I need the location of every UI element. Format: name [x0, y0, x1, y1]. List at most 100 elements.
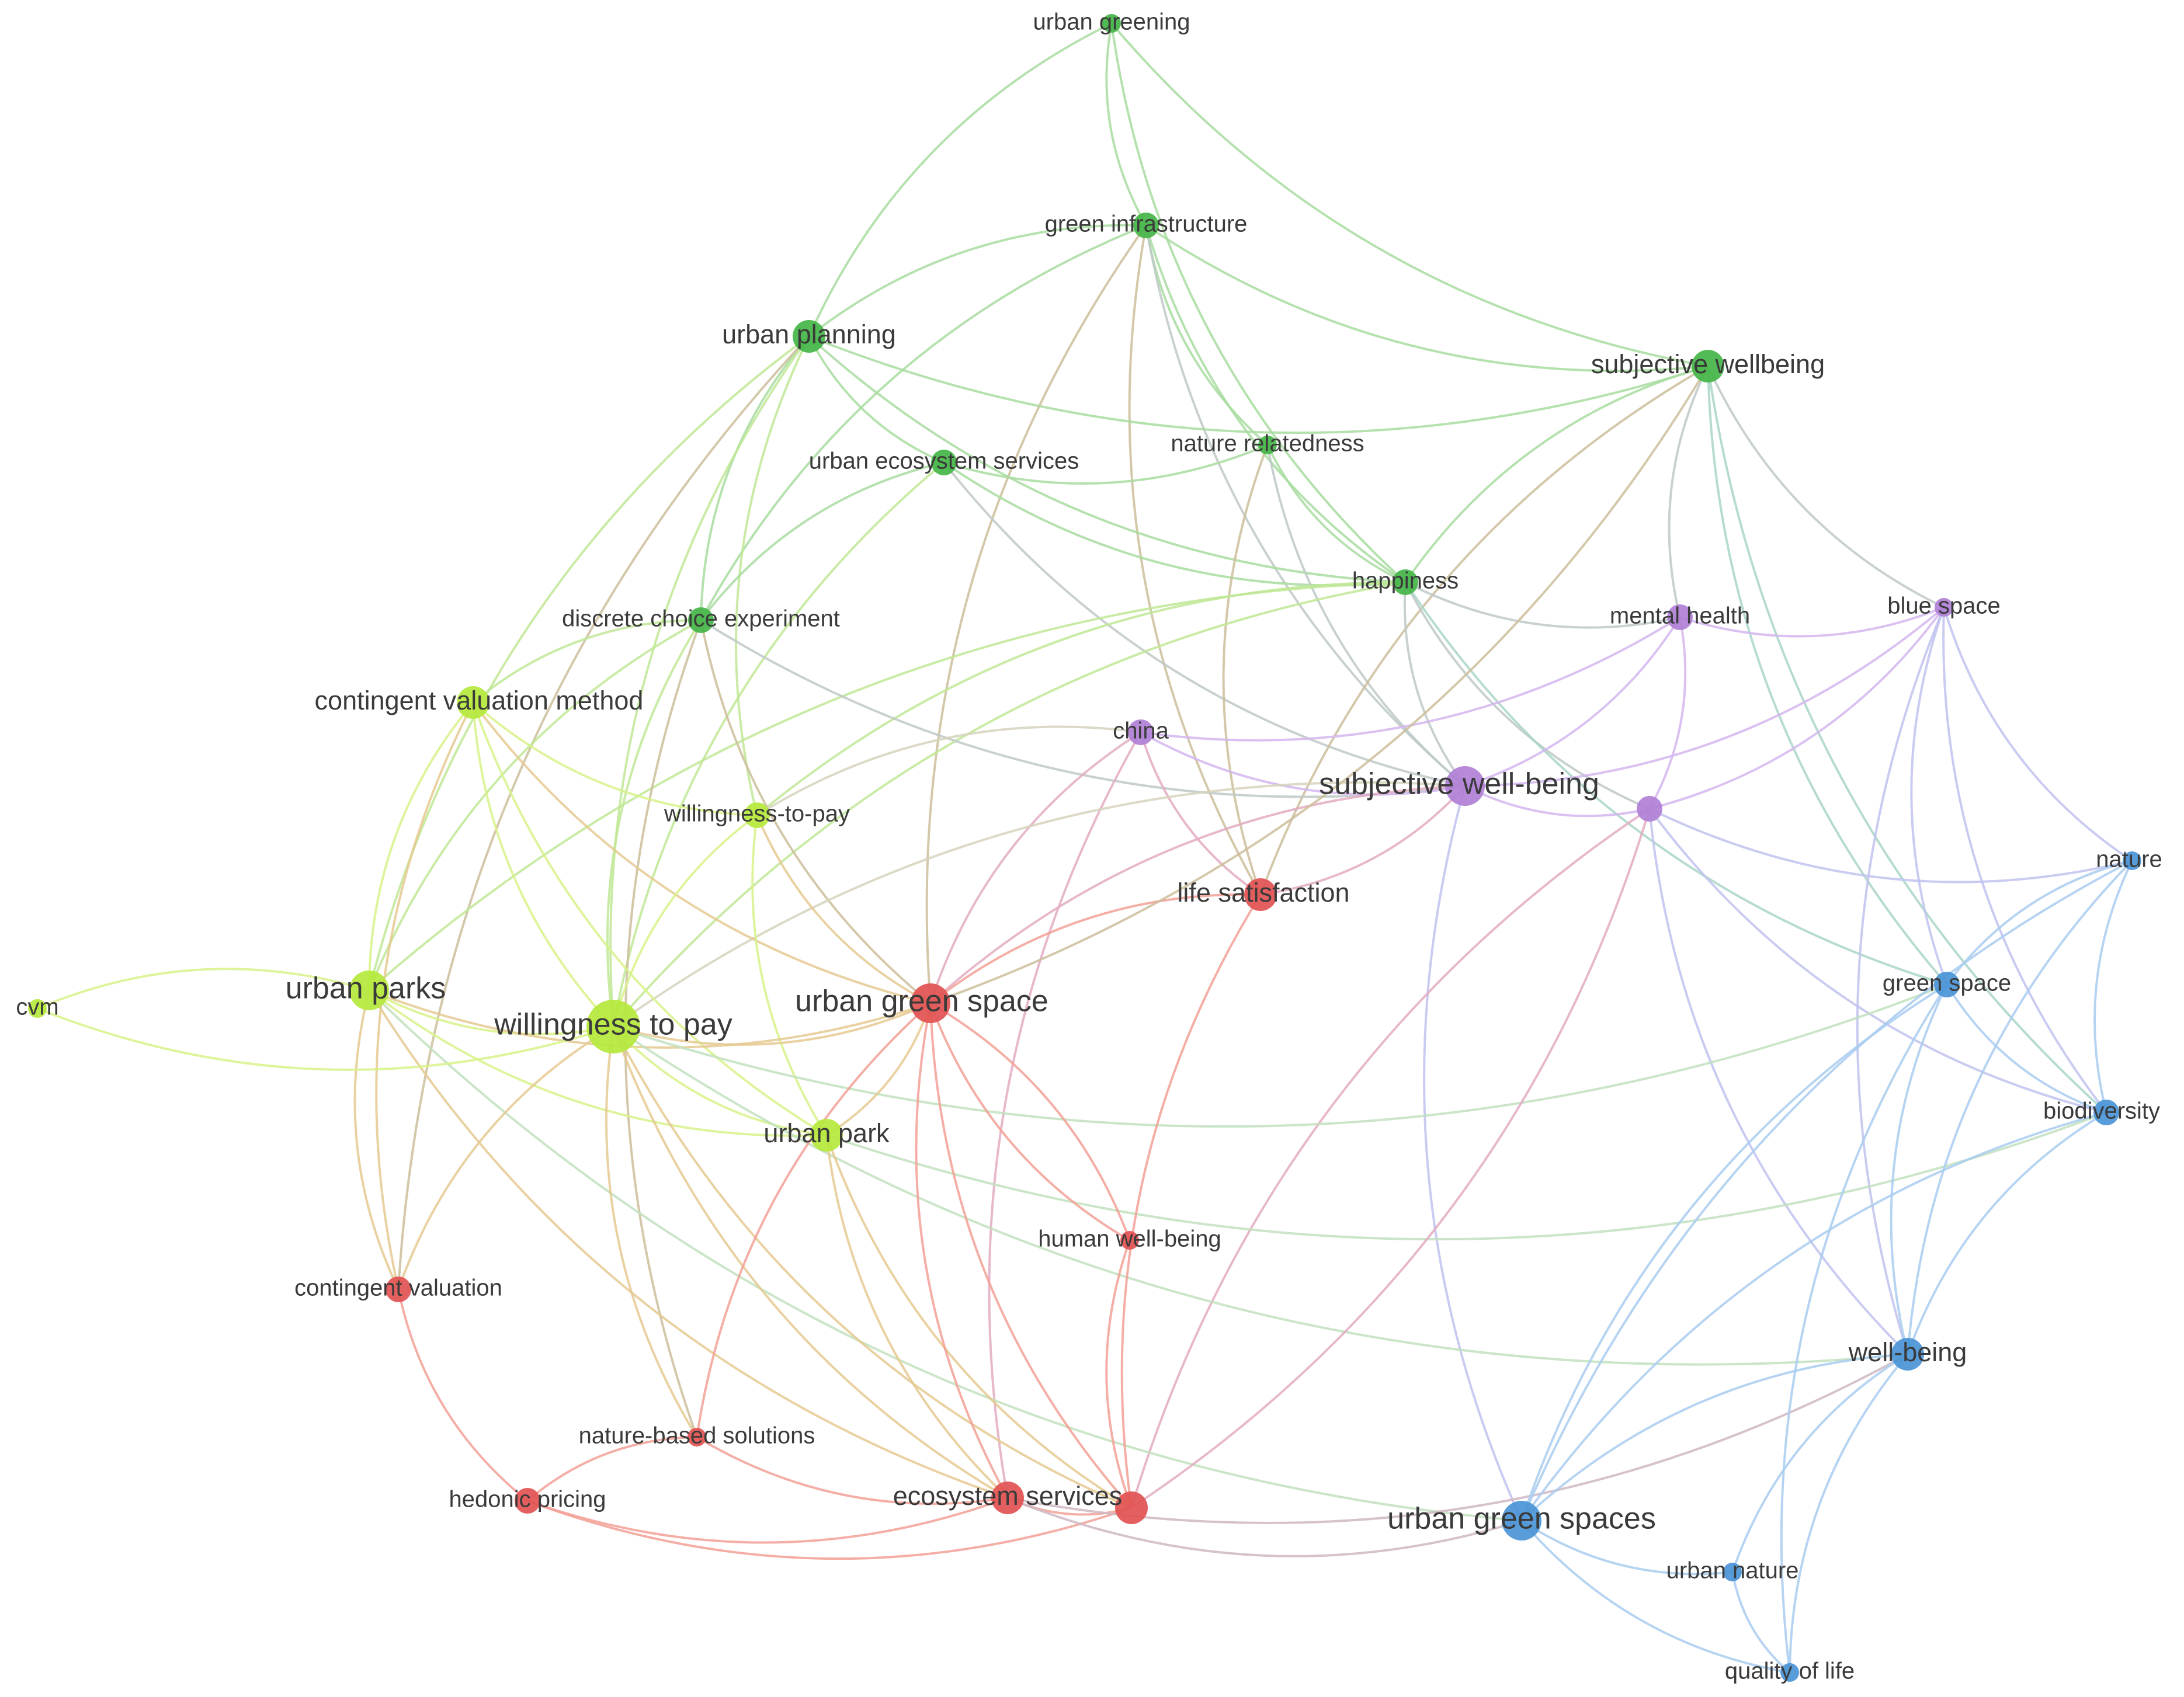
link-life-satisfaction--red-unlabeled: [1120, 893, 1262, 1508]
link-urban-ecosystem-services--subjective-well-being: [943, 461, 1466, 787]
node-china[interactable]: [1128, 719, 1154, 745]
link-urban-parks--cvm: [37, 968, 370, 1010]
link-urban-ecosystem-services--willingness-to-pay: [612, 461, 945, 1027]
link-urban-greening--urban-planning: [808, 22, 1112, 337]
link-happiness--green-space: [1404, 581, 1947, 986]
node-human-well-being[interactable]: [1120, 1231, 1139, 1250]
node-urban-park[interactable]: [810, 1119, 843, 1152]
node-blue-space[interactable]: [1935, 598, 1953, 617]
node-urban-parks[interactable]: [349, 971, 389, 1010]
node-subjective-wellbeing[interactable]: [1692, 350, 1724, 382]
label-contingent-valuation: contingent valuation: [294, 1275, 502, 1301]
label-cvm: cvm: [16, 994, 58, 1020]
link-green-infrastructure--subjective-wellbeing: [1145, 224, 1709, 373]
node-happiness[interactable]: [1393, 569, 1418, 595]
label-blue-space: blue space: [1887, 593, 2000, 619]
label-subjective-wellbeing: subjective wellbeing: [1591, 349, 1825, 379]
link-urban-ecosystem-services--nature-relatedness: [943, 444, 1268, 485]
link-urban-planning--willingness-to-pay: [609, 335, 810, 1027]
node-red-unlabeled[interactable]: [1115, 1491, 1148, 1524]
link-china--urban-green-space: [929, 731, 1142, 1004]
node-life-satisfaction[interactable]: [1244, 878, 1277, 911]
link-blue-space--biodiversity: [1942, 607, 2107, 1114]
link-urban-green-spaces--quality-of-life: [1520, 1519, 1790, 1674]
node-urban-planning[interactable]: [793, 320, 825, 353]
link-willingness-to-pay--green-space: [613, 983, 1947, 1128]
link-green-space--biodiversity: [1946, 983, 2107, 1114]
link-green-space--urban-green-spaces: [1520, 983, 1948, 1521]
link-nature-based-solutions--hedonic-pricing: [526, 1436, 697, 1502]
label-urban-parks: urban parks: [286, 972, 446, 1006]
link-willingness-to-pay--nature-based-solutions: [605, 1026, 698, 1438]
link-green-infrastructure--life-satisfaction: [1128, 225, 1262, 895]
node-urban-ecosystem-services[interactable]: [931, 450, 957, 475]
node-urban-green-space[interactable]: [911, 983, 950, 1023]
node-nature[interactable]: [2123, 851, 2141, 870]
node-green-infrastructure[interactable]: [1133, 213, 1159, 238]
label-urban-green-space: urban green space: [795, 985, 1048, 1018]
node-cvm[interactable]: [28, 999, 47, 1018]
node-purple-unlabeled[interactable]: [1637, 796, 1662, 822]
label-life-satisfaction: life satisfaction: [1177, 878, 1349, 907]
link-green-infrastructure--urban-green-space: [925, 224, 1147, 1004]
link-subjective-wellbeing--blue-space: [1707, 366, 1945, 608]
link-cvm--willingness-to-pay: [37, 1007, 614, 1071]
link-urban-parks--urban-green-space: [369, 989, 931, 1049]
link-china--ecosystem-services: [988, 732, 1142, 1498]
label-subjective-well-being: subjective well-being: [1319, 767, 1599, 801]
node-nature-relatedness[interactable]: [1258, 436, 1277, 454]
link-china--life-satisfaction: [1140, 732, 1262, 896]
node-willingness-to-pay[interactable]: [586, 1000, 640, 1053]
link-urban-green-space--ecosystem-services: [915, 1003, 1009, 1498]
label-willingness-to-pay-hyphen: willingness-to-pay: [664, 801, 850, 827]
node-ecosystem-services[interactable]: [991, 1482, 1024, 1514]
link-urban-parks--willingness-to-pay: [369, 989, 614, 1035]
link-purple-unlabeled--nature: [1649, 808, 2133, 884]
link-urban-nature--quality-of-life: [1731, 1571, 1791, 1674]
node-green-space[interactable]: [1934, 972, 1960, 997]
link-discrete-choice-experiment--contingent-valuation-method: [472, 619, 702, 704]
node-biodiversity[interactable]: [2093, 1100, 2119, 1125]
link-green-infrastructure--nature-relatedness: [1145, 225, 1269, 446]
label-willingness-to-pay: willingness to pay: [494, 1008, 732, 1042]
link-green-infrastructure--happiness: [1145, 225, 1407, 583]
node-contingent-valuation-method[interactable]: [457, 686, 489, 719]
link-subjective-well-being--willingness-to-pay: [612, 781, 1466, 1028]
label-nature: nature: [2096, 847, 2162, 872]
link-subjective-well-being--urban-green-space: [929, 785, 1466, 1004]
link-subjective-wellbeing--happiness: [1404, 365, 1709, 583]
link-urban-green-space--nature-based-solutions: [696, 1002, 932, 1438]
label-urban-green-spaces: urban green spaces: [1387, 1502, 1656, 1536]
node-contingent-valuation[interactable]: [386, 1277, 411, 1302]
node-mental-health[interactable]: [1667, 604, 1693, 630]
label-mental-health: mental health: [1610, 603, 1750, 629]
link-mental-health--blue-space: [1679, 606, 1945, 638]
link-green-space--quality-of-life: [1780, 983, 1948, 1673]
node-urban-nature[interactable]: [1723, 1563, 1742, 1581]
link-willingness-to-pay--contingent-valuation: [397, 1025, 614, 1290]
link-contingent-valuation-method--willingness-to-pay: [472, 702, 614, 1028]
node-urban-green-spaces[interactable]: [1502, 1501, 1541, 1540]
node-hedonic-pricing[interactable]: [515, 1488, 540, 1514]
link-urban-park--biodiversity: [826, 1111, 2107, 1241]
node-urban-greening[interactable]: [1102, 14, 1121, 33]
node-well-being[interactable]: [1891, 1338, 1924, 1371]
node-willingness-to-pay-hyphen[interactable]: [744, 802, 770, 828]
link-urban-green-space--human-well-being: [929, 1003, 1131, 1242]
link-urban-planning--subjective-wellbeing: [808, 335, 1709, 434]
link-contingent-valuation-method--willingness-to-pay-hyphen: [472, 701, 758, 816]
link-urban-parks--urban-park: [368, 989, 827, 1138]
node-discrete-choice-experiment[interactable]: [688, 607, 714, 633]
node-quality-of-life[interactable]: [1780, 1663, 1799, 1682]
link-urban-green-spaces--urban-nature: [1520, 1519, 1733, 1576]
link-discrete-choice-experiment--subjective-well-being: [700, 619, 1466, 798]
link-urban-parks--ecosystem-services: [368, 989, 1008, 1499]
link-urban-parks--urban-green-spaces: [368, 989, 1522, 1522]
label-hedonic-pricing: hedonic pricing: [449, 1487, 606, 1512]
label-china: china: [1113, 718, 1169, 744]
node-nature-based-solutions[interactable]: [688, 1428, 706, 1446]
link-willingness-to-pay--ecosystem-services: [612, 1026, 1009, 1499]
node-subjective-well-being[interactable]: [1445, 766, 1485, 806]
link-green-infrastructure--urban-planning: [808, 224, 1147, 338]
